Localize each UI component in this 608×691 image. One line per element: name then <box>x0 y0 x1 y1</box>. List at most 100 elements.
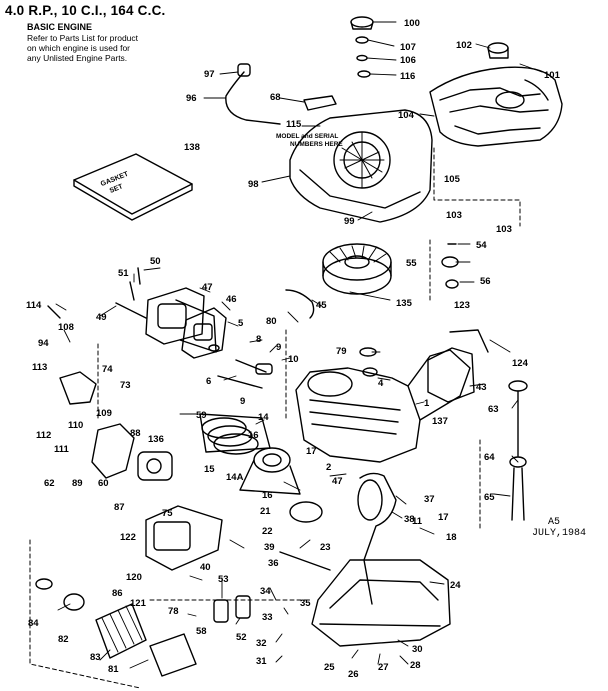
callout-115: 115 <box>286 119 302 130</box>
callout-24: 24 <box>450 580 461 591</box>
callout-34: 34 <box>260 586 271 597</box>
callout-40: 40 <box>200 562 211 573</box>
callout-98: 98 <box>248 179 259 190</box>
callout-37: 37 <box>424 494 435 505</box>
callout-65: 65 <box>484 492 495 503</box>
callout-110: 110 <box>68 420 83 431</box>
callout-103: 103 <box>446 210 462 221</box>
callout-43: 43 <box>476 382 487 393</box>
gasket-53-drawing <box>213 599 229 623</box>
callout-30: 30 <box>412 644 423 655</box>
callout-10: 10 <box>288 354 299 365</box>
callout-55: 55 <box>406 258 417 269</box>
callout-75: 75 <box>162 508 173 519</box>
part-5-drawing <box>208 344 220 352</box>
callout-18: 18 <box>446 532 457 543</box>
callout-17: 17 <box>306 446 317 457</box>
callout-101: 101 <box>544 70 561 81</box>
air-cleaner-cover-drawing <box>429 42 563 147</box>
callout-26: 26 <box>348 669 359 680</box>
callout-121: 121 <box>130 598 147 609</box>
engine-base-drawing <box>311 559 451 647</box>
callout-62: 62 <box>44 478 55 489</box>
carburetor-cover-drawing <box>145 287 217 353</box>
callout-60: 60 <box>98 478 109 489</box>
cap-and-washer-stack-drawing <box>350 16 374 78</box>
gasket-52-drawing <box>235 595 251 619</box>
camshaft-drawing <box>279 551 331 571</box>
callout-28: 28 <box>410 660 421 671</box>
diagram-title: 4.0 R.P., 10 C.I., 164 C.C. <box>5 3 166 18</box>
stamp-date: JULY,1984 <box>531 528 586 539</box>
callout-86: 86 <box>112 588 123 599</box>
callout-50: 50 <box>150 256 161 267</box>
callout-49: 49 <box>96 312 107 323</box>
callout-21: 21 <box>260 506 271 517</box>
callout-16: 16 <box>262 490 273 501</box>
callout-99: 99 <box>344 216 355 227</box>
callout-33: 33 <box>262 612 273 623</box>
callout-52: 52 <box>236 632 247 643</box>
callout-105: 105 <box>444 174 461 185</box>
callout-124: 124 <box>512 358 529 369</box>
callout-1: 1 <box>424 398 430 409</box>
callout-39: 39 <box>264 542 275 553</box>
nut-56-drawing <box>445 279 459 289</box>
model-serial-label-line-1: MODEL and SERIAL <box>276 133 338 140</box>
dipstick-drawing <box>508 380 528 521</box>
callout-53: 53 <box>218 574 229 585</box>
callout-94: 94 <box>38 338 49 349</box>
callout-84: 84 <box>28 618 39 629</box>
callout-122: 122 <box>120 532 136 543</box>
callout-8: 8 <box>256 334 261 345</box>
callout-96: 96 <box>186 93 197 104</box>
callout-9: 9 <box>276 342 281 353</box>
callout-27: 27 <box>378 662 389 673</box>
callout-38: 38 <box>404 514 415 525</box>
callout-2: 2 <box>326 462 331 473</box>
carburetor-drawing <box>59 371 173 481</box>
note-line-2: on which engine is used for <box>27 43 131 53</box>
callout-104: 104 <box>398 110 415 121</box>
screw-114-drawing <box>47 305 61 319</box>
nameplate-drawing <box>303 95 337 111</box>
cylinder-block-drawing <box>295 349 471 463</box>
cam-gear-drawing <box>289 501 323 523</box>
model-serial-label-line-2: NUMBERS HERE <box>290 141 343 148</box>
callout-36: 36 <box>268 558 279 569</box>
callout-137: 137 <box>432 416 448 427</box>
callout-9: 9 <box>240 396 245 407</box>
flywheel-drawing <box>322 243 392 295</box>
callout-63: 63 <box>488 404 499 415</box>
callout-97: 97 <box>204 69 215 80</box>
callout-14: 14 <box>258 412 269 423</box>
callout-leader-lines <box>55 21 543 669</box>
callout-100: 100 <box>404 18 420 29</box>
air-filter-housing-drawing <box>145 505 223 571</box>
callout-25: 25 <box>324 662 335 673</box>
callout-135: 135 <box>396 298 413 309</box>
connecting-rod-drawing <box>239 447 301 495</box>
callout-54: 54 <box>476 240 487 251</box>
diagram-subtitle: BASIC ENGINE <box>27 22 93 32</box>
callout-120: 120 <box>126 572 142 583</box>
callout-68: 68 <box>270 92 281 103</box>
note-line-1: Refer to Parts List for product <box>27 33 139 43</box>
callout-109: 109 <box>96 408 112 419</box>
washer-4-drawing <box>362 367 378 377</box>
callout-73: 73 <box>120 380 131 391</box>
callout-14A: 14A <box>226 472 244 483</box>
callout-56: 56 <box>480 276 491 287</box>
gasket-46-drawing <box>181 307 227 359</box>
valve-6-drawing <box>217 375 263 389</box>
callout-111: 111 <box>54 444 70 455</box>
callout-80: 80 <box>266 316 277 327</box>
callout-108: 108 <box>58 322 74 333</box>
screw-51-drawing <box>129 281 135 301</box>
gasket-set-carton-drawing <box>73 153 193 221</box>
callout-47: 47 <box>332 476 343 487</box>
fuel-line-drawing <box>225 71 281 125</box>
air-cleaner-element-drawing <box>35 578 197 677</box>
callout-103: 103 <box>496 224 512 235</box>
